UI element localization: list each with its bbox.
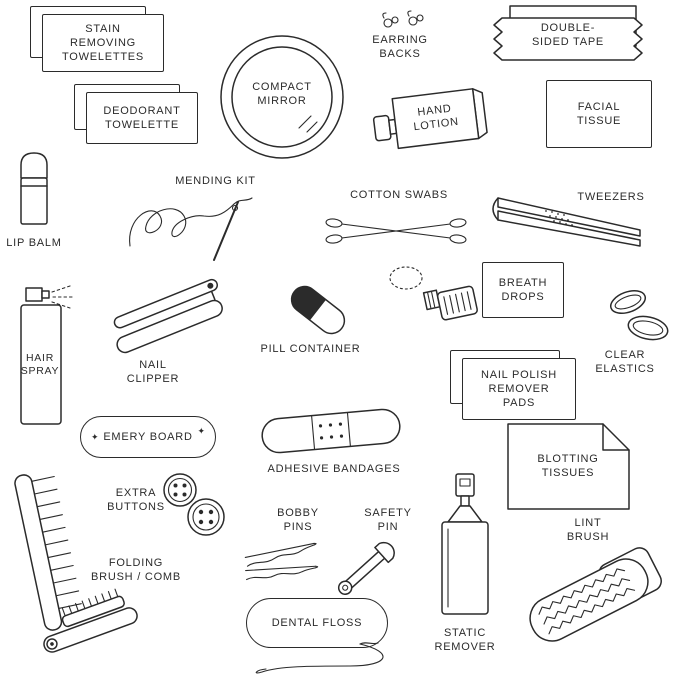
folding-brush-comb-icon	[14, 474, 138, 653]
static-remover-label: STATIC REMOVER	[434, 627, 496, 654]
safety-pin-icon	[337, 541, 395, 595]
extra-buttons-icon	[163, 473, 225, 536]
safety-pin-label: SAFETY PIN	[364, 507, 412, 534]
nail-clipper-label: NAIL CLIPPER	[126, 359, 180, 386]
breath-drops-label: BREATH DROPS	[498, 276, 548, 303]
clear-elastics-icon	[609, 290, 669, 341]
double-sided-tape-label: DOUBLE- SIDED TAPE	[531, 22, 605, 49]
tweezers-label: TWEEZERS	[577, 191, 645, 203]
sparkle-icon: ✦	[197, 426, 205, 436]
lip-balm-label: LIP BALM	[6, 237, 62, 249]
compact-mirror-label: COMPACT MIRROR	[252, 81, 312, 108]
double-sided-tape-icon	[493, 5, 643, 61]
cotton-swabs-icon	[325, 218, 467, 244]
hand-lotion-tube: HAND LOTION	[368, 77, 496, 161]
lint-brush-label: LINT BRUSH	[566, 517, 610, 544]
blotting-tissues-icon	[507, 423, 630, 510]
hair-spray-icon	[20, 285, 73, 425]
deodorant-towelette-sheet: DEODORANT TOWELETTE	[86, 92, 198, 144]
mending-kit-icon	[129, 197, 253, 261]
cotton-swabs-label: COTTON SWABS	[350, 189, 448, 201]
tweezers-icon	[492, 197, 641, 247]
hand-lotion-icon	[372, 88, 488, 150]
stain-towelettes-label: STAIN REMOVING TOWELETTES	[61, 22, 145, 64]
static-remover-icon	[441, 473, 489, 615]
dental-floss-strand-icon	[255, 642, 384, 674]
emery-board-label: EMERY BOARD	[103, 430, 193, 443]
lip-balm-icon	[20, 152, 48, 225]
nail-polish-pads-sheet: NAIL POLISH REMOVER PADS	[462, 358, 576, 420]
adhesive-bandages-icon	[261, 408, 401, 454]
adhesive-bandages-label: ADHESIVE BANDAGES	[267, 463, 401, 475]
earring-backs-label: EARRING BACKS	[372, 34, 428, 61]
deodorant-towelette-label: DEODORANT TOWELETTE	[103, 104, 181, 131]
folding-brush-comb-label: FOLDING BRUSH / COMB	[91, 557, 181, 584]
sparkle-icon: ✦	[91, 432, 99, 442]
dental-floss-container: DENTAL FLOSS	[246, 598, 388, 648]
lint-brush-icon	[529, 547, 662, 642]
extra-buttons-label: EXTRA BUTTONS	[107, 487, 165, 514]
facial-tissue-label: FACIAL TISSUE	[576, 100, 622, 127]
facial-tissue-box: FACIAL TISSUE	[546, 80, 652, 148]
compact-mirror-icon	[220, 35, 344, 159]
nail-clipper-icon	[113, 278, 223, 354]
hair-spray-label: HAIR SPRAY	[20, 352, 60, 378]
nail-polish-pads-label: NAIL POLISH REMOVER PADS	[481, 368, 557, 410]
dental-floss-label: DENTAL FLOSS	[271, 616, 363, 629]
pill-container-icon	[290, 285, 346, 335]
clear-elastics-label: CLEAR ELASTICS	[595, 349, 655, 376]
earring-backs-icon	[382, 10, 424, 28]
blotting-tissues-label: BLOTTING TISSUES	[537, 453, 599, 480]
mending-kit-label: MENDING KIT	[175, 175, 256, 187]
bobby-pins-label: BOBBY PINS	[277, 507, 319, 534]
stain-towelettes-sheet: STAIN REMOVING TOWELETTES	[42, 14, 164, 72]
pill-container-label: PILL CONTAINER	[260, 343, 361, 355]
bobby-pins-icon	[244, 542, 319, 581]
breath-drops-box: BREATH DROPS	[482, 262, 564, 318]
emery-board: ✦ EMERY BOARD ✦	[80, 416, 216, 458]
breath-drops-icon	[389, 266, 478, 321]
